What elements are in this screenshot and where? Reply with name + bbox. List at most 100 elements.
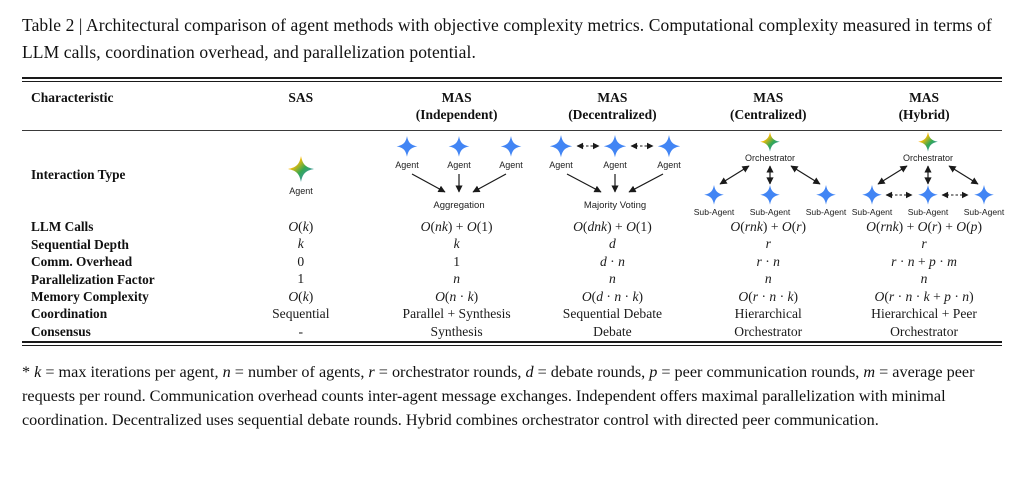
cell-llm-calls-hybrid: O(rnk) + O(r) + O(p) [866,219,982,235]
diagram-decentralized-agent-label-1: Agent [549,160,573,170]
diagram-independent-box: Agent Agent Agent Aggregation [379,132,535,218]
col-header-mas-centralized-line2: (Centralized) [729,107,807,123]
sparkle-icon [396,135,522,157]
comparison-table: Characteristic SAS MAS (Independent) MAS… [22,82,1002,130]
diagram-independent-svg: Agent Agent Agent Aggregation [395,135,523,211]
row-label-memory-complexity: Memory Complexity [31,288,149,304]
diagram-independent: Agent Agent Agent Aggregation [379,131,535,219]
col-header-mas-hybrid: MAS (Hybrid) [846,82,1002,130]
sparkle-icon [704,184,837,205]
col-header-mas-centralized: MAS (Centralized) [690,82,846,130]
diagram-sas-box: Agent [223,132,379,218]
table-row: Memory Complexity O(k) O(n · k) O(d · n … [22,288,1002,305]
cell-comm-overhead-hybrid: r · n + p · m [891,253,957,269]
table-caption: Table 2 | Architectural comparison of ag… [22,15,992,62]
cell-llm-calls-decentralized: O(dnk) + O(1) [573,219,652,235]
col-header-mas-independent-line2: (Independent) [415,107,498,123]
cell-comm-overhead-independent: 1 [453,253,460,269]
bidirectional-arrow-icon [877,165,979,185]
col-header-mas-centralized-line1: MAS [753,90,784,106]
col-header-characteristic: Characteristic [22,82,223,130]
diagram-independent-agent-label-1: Agent [395,160,419,170]
diagram-centralized-subagent-label-1: Sub-Agent [694,207,735,217]
cell-memory-complexity-centralized: O(r · n · k) [738,288,799,304]
table-row-interaction-type: Interaction Type [22,131,1005,219]
col-header-mas-hybrid-line1: MAS [909,90,940,106]
sparkle-icon [287,155,314,182]
diagram-sas-svg: Agent [287,155,314,196]
cell-parallelization-factor-centralized: n [764,271,772,287]
cell-parallelization-factor-decentralized: n [609,271,616,287]
diagram-centralized-orchestrator-label: Orchestrator [745,153,795,163]
diagram-sas-agent-label: Agent [289,186,313,196]
cell-consensus-centralized: Orchestrator [734,323,803,339]
col-header-mas-independent-line1: MAS [441,90,472,106]
cell-comm-overhead-sas: 0 [297,253,305,269]
table-header-row: Characteristic SAS MAS (Independent) MAS… [22,82,1002,130]
cell-sequential-depth-decentralized: d [609,236,616,252]
diagram-decentralized-agent-label-2: Agent [603,160,627,170]
table-bottom-rule [22,340,1002,346]
cell-llm-calls-centralized: O(rnk) + O(r) [730,219,807,235]
cell-sequential-depth-sas: k [297,236,304,252]
col-header-mas-decentralized: MAS (Decentralized) [535,82,691,130]
diagram-independent-sink-label: Aggregation [433,200,484,211]
cell-comm-overhead-centralized: r · n [756,253,780,269]
diagram-centralized-svg: Orchestrator [694,131,847,217]
arrow-icon [566,173,663,193]
cell-llm-calls-independent: O(nk) + O(1) [420,219,493,235]
row-label-coordination: Coordination [31,306,108,322]
col-header-mas-independent: MAS (Independent) [379,82,535,130]
cell-coordination-hybrid: Hierarchical + Peer [871,306,977,322]
table-header-rule [22,129,1002,131]
cell-coordination-centralized: Hierarchical [734,306,802,322]
sparkle-icon [760,131,781,152]
col-header-mas-hybrid-line2: (Hybrid) [898,107,950,123]
cell-parallelization-factor-hybrid: n [920,271,928,287]
cell-consensus-hybrid: Orchestrator [890,323,959,339]
cell-sequential-depth-hybrid: r [921,236,927,252]
diagram-decentralized-svg: Agent Agent Agent Majority Voting [549,134,681,211]
table-top-rule [22,77,1002,83]
diagram-hybrid-box: Orchestrator [846,131,1005,218]
diagram-decentralized-box: Agent Agent Agent Majority Voting [535,132,691,218]
diagram-centralized-box: Orchestrator [690,131,847,218]
table-row: LLM Calls O(k) O(nk) + O(1) O(dnk) + O(1… [22,219,1002,236]
cell-sequential-depth-independent: k [453,236,460,252]
cell-consensus-independent: Synthesis [430,323,483,339]
diagram-centralized: Orchestrator [690,131,847,219]
table-row: Sequential Depth k k d r r [22,236,1002,253]
row-label-consensus: Consensus [31,323,91,339]
row-label-interaction-type: Interaction Type [31,166,126,182]
cell-memory-complexity-independent: O(n · k) [435,288,479,304]
col-header-characteristic-line1: Characteristic [31,90,114,106]
col-header-mas-decentralized-line2: (Decentralized) [568,107,657,123]
cell-coordination-sas: Sequential [272,306,330,322]
row-label-sequential-depth: Sequential Depth [31,236,129,252]
cell-coordination-independent: Parallel + Synthesis [402,306,511,322]
table-head: Characteristic SAS MAS (Independent) MAS… [22,82,1002,130]
cell-memory-complexity-decentralized: O(d · n · k) [581,288,644,304]
cell-parallelization-factor-independent: n [453,271,460,287]
sparkle-icon [862,184,994,205]
diagram-hybrid-subagent-label-1: Sub-Agent [852,207,893,217]
cell-comm-overhead-decentralized: d · n [599,253,625,269]
row-label-llm-calls: LLM Calls [31,219,94,235]
cell-memory-complexity-sas: O(k) [288,288,314,304]
arrow-icon [411,173,506,193]
diagram-centralized-subagent-label-2: Sub-Agent [750,207,791,217]
diagram-hybrid-subagent-label-3: Sub-Agent [964,207,1005,217]
bidirectional-arrow-icon [719,165,821,185]
diagram-sas: Agent [223,131,379,219]
table-row: Consensus - Synthesis Debate Orchestrato… [22,323,1002,340]
diagram-decentralized-sink-label: Majority Voting [583,200,645,211]
diagram-independent-agent-label-3: Agent [499,160,523,170]
table-footnote: * k = max iterations per agent, n = numb… [22,362,975,430]
table-row: Comm. Overhead 0 1 d · n r · n r · n + p… [22,254,1002,271]
col-header-sas-line1: SAS [288,90,314,106]
col-header-sas: SAS [223,82,379,130]
row-label-parallelization-factor: Parallelization Factor [31,271,155,287]
cell-sequential-depth-centralized: r [765,236,771,252]
cell-consensus-sas: - [298,323,304,339]
